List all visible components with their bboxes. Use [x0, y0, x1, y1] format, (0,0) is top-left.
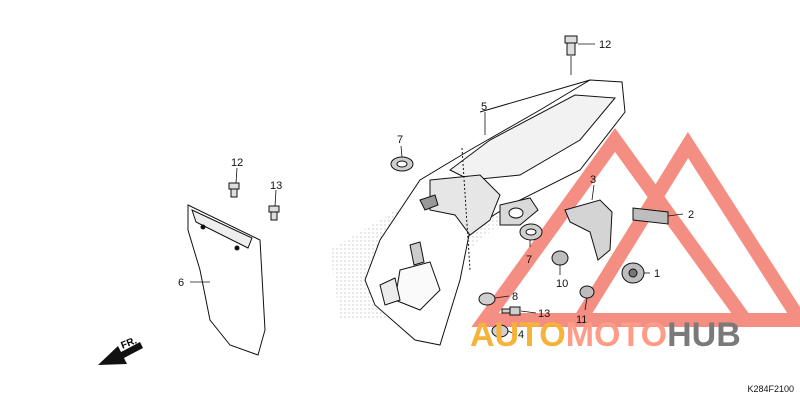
callout-10: 11: [576, 314, 587, 326]
callout-13-label: 13: [538, 308, 550, 320]
callout-1: 1: [654, 268, 660, 280]
nut-10: [579, 285, 595, 299]
callout-4: 4: [518, 329, 524, 341]
callout-7a: 7: [397, 134, 403, 146]
drawing-code: K284F2100: [747, 384, 794, 394]
callout-12b: 13: [270, 180, 282, 192]
callout-11: 12: [599, 39, 611, 51]
screw-13: [501, 306, 521, 316]
callout-5: 5: [481, 101, 487, 113]
collar-9: [551, 250, 569, 266]
grommet-7b: [519, 223, 543, 241]
bolt-12a: [228, 182, 240, 198]
leader-lines: [190, 43, 684, 335]
rear-fender: [364, 79, 626, 346]
watermark-triangles: [471, 128, 800, 327]
bolt-11: [564, 35, 578, 56]
callout-3: 3: [590, 174, 596, 186]
brand-moto: MOTO: [565, 316, 668, 354]
callout-9: 10: [556, 278, 568, 290]
front-arrow-icon: [98, 342, 143, 365]
callout-12a: 12: [231, 157, 243, 169]
callout-6: 6: [178, 277, 184, 289]
brand-auto: AUTO: [470, 316, 566, 354]
callout-8: 8: [512, 291, 518, 303]
side-cover: [187, 204, 266, 356]
callout-7b: 7: [526, 254, 532, 266]
reflector-2: [632, 207, 669, 225]
bolt-12b: [268, 205, 280, 221]
rubber-1: [621, 262, 645, 284]
brand-hub: HUB: [667, 316, 741, 354]
grommet-7a: [390, 156, 414, 172]
callout-2: 2: [688, 209, 694, 221]
stay-3: [564, 199, 613, 261]
nut-8: [478, 292, 496, 306]
watermark-brand: AUTOMOTOHUB: [470, 318, 741, 352]
